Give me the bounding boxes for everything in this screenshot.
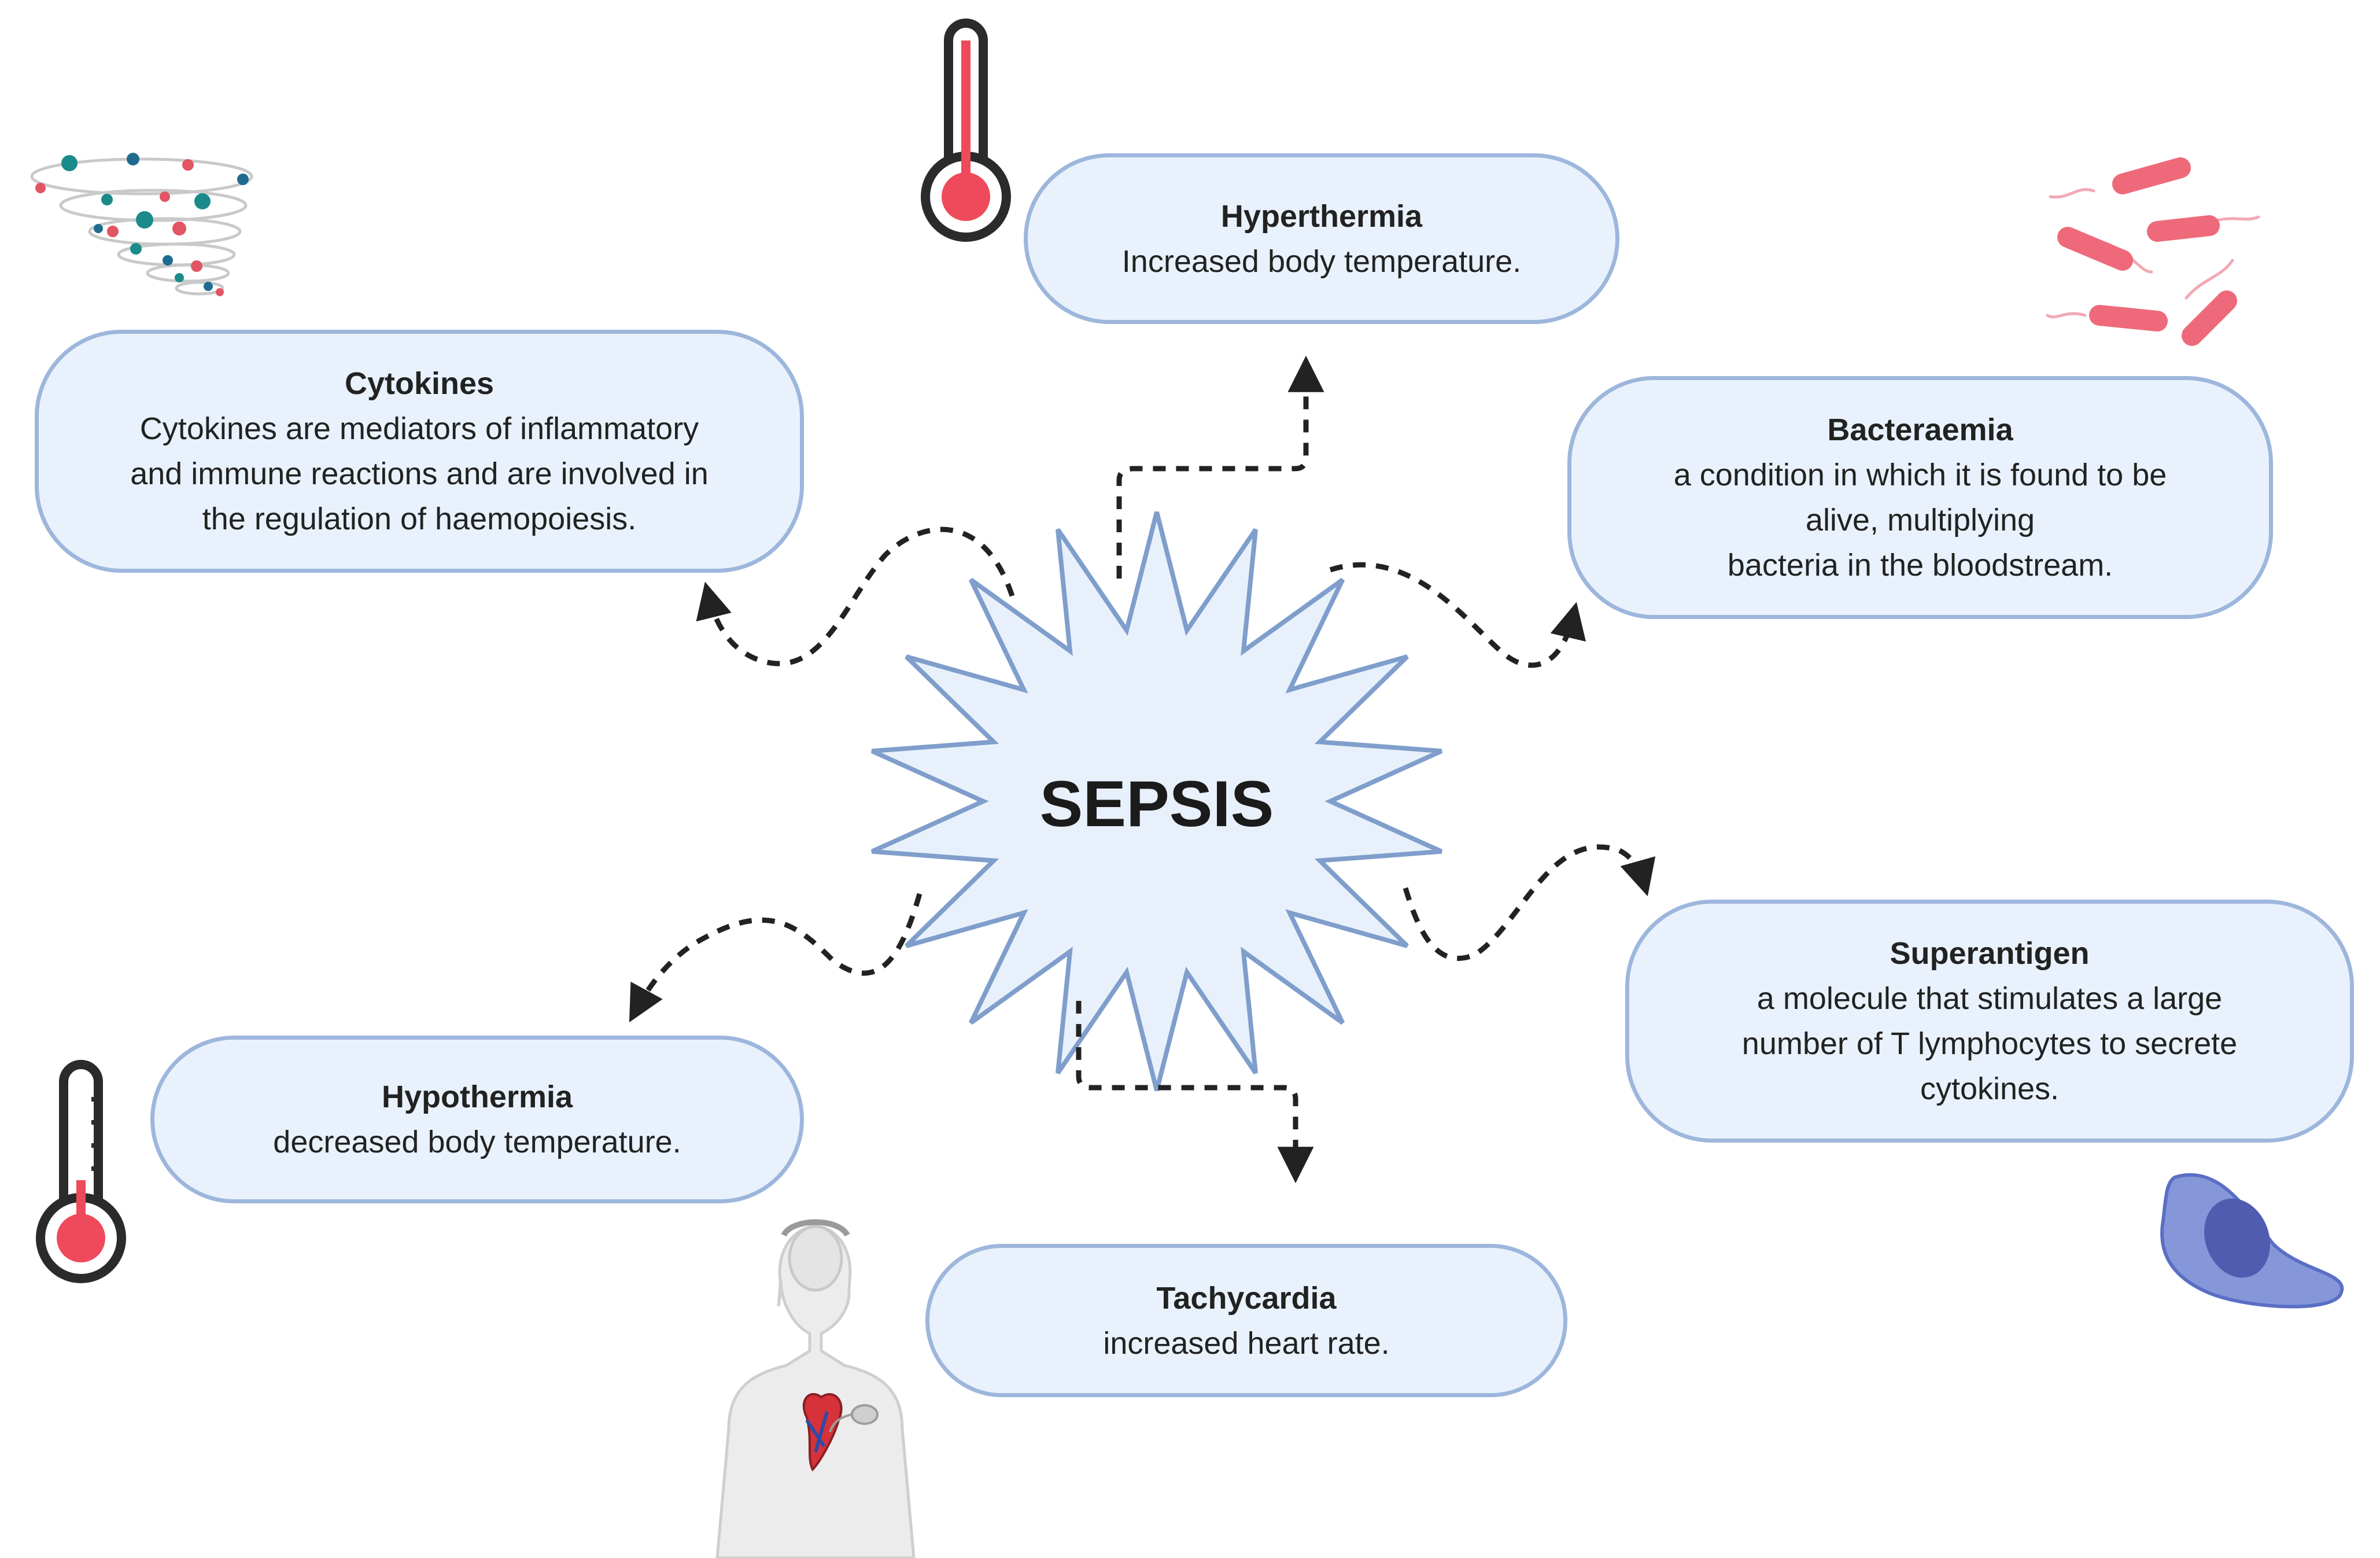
tachycardia-box: Tachycardia increased heart rate. bbox=[925, 1244, 1567, 1397]
hypothermia-box: Hypothermia decreased body temperature. bbox=[150, 1036, 804, 1203]
hypothermia-description: decreased body temperature. bbox=[273, 1125, 681, 1159]
hyperthermia-title: Hyperthermia bbox=[1220, 198, 1423, 234]
hyperthermia-description: Increased body temperature. bbox=[1121, 244, 1522, 279]
superantigen-box: Superantigen a molecule that stimulates … bbox=[1625, 900, 2354, 1143]
tachycardia-description: increased heart rate. bbox=[1103, 1325, 1390, 1361]
bacteraemia-description: a condition in which it is found to be a… bbox=[1673, 458, 2167, 583]
arrow-to-tachycardia bbox=[1076, 1001, 1314, 1184]
cytokines-description: Cytokines are mediators of inflammatory … bbox=[130, 411, 709, 536]
superantigen-description: a molecule that stimulates a large numbe… bbox=[1741, 981, 2238, 1106]
arrow-to-bacteraemia bbox=[1329, 562, 1586, 668]
bacteraemia-title: Bacteraemia bbox=[1827, 412, 2013, 447]
superantigen-title: Superantigen bbox=[1890, 936, 2090, 971]
arrow-to-hyperthermia bbox=[1116, 355, 1324, 579]
bacteraemia-box: Bacteraemia a condition in which it is f… bbox=[1567, 376, 2273, 619]
cytokines-title: Cytokines bbox=[344, 366, 495, 401]
tachycardia-title: Tachycardia bbox=[1156, 1280, 1337, 1316]
sepsis-center-label: SEPSIS bbox=[1039, 768, 1274, 840]
human-heart-icon bbox=[715, 1219, 916, 1558]
cytokines-box: Cytokines Cytokines are mediators of inf… bbox=[35, 330, 804, 573]
arrow-to-superantigen bbox=[1403, 844, 1656, 961]
hypothermia-title: Hypothermia bbox=[381, 1080, 573, 1114]
thermometer-icon bbox=[921, 19, 1011, 242]
cytokine-swirl-icon bbox=[30, 153, 253, 296]
thermometer-icon bbox=[36, 1060, 126, 1283]
sepsis-starburst bbox=[870, 511, 1443, 1091]
bacteria-icon bbox=[2046, 157, 2260, 346]
hyperthermia-box: Hyperthermia Increased body temperature. bbox=[1024, 153, 1619, 324]
lymphocyte-cell-icon bbox=[2160, 1173, 2344, 1309]
arrow-to-hypothermia bbox=[629, 893, 923, 1023]
arrow-to-cytokines bbox=[696, 526, 1015, 666]
